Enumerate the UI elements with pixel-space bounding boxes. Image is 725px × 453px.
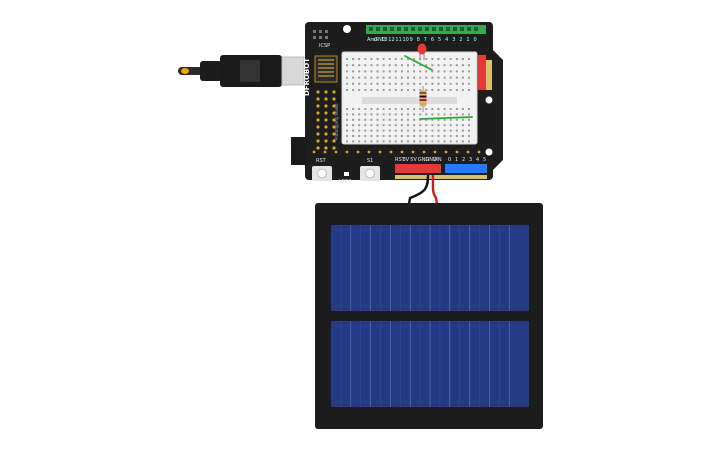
resistor-band [419, 92, 427, 94]
breadboard-holes [346, 58, 470, 143]
mount-hole [485, 148, 493, 156]
header-pin-label: GND [425, 157, 437, 163]
right-header-yellow [486, 60, 492, 90]
header-pin-label: 11 [395, 37, 401, 43]
jumper-wire-bottom[interactable] [419, 116, 473, 120]
reset-button[interactable] [312, 166, 332, 181]
header-pin-label: RST [395, 157, 406, 163]
header-pin-label: GND [418, 157, 430, 163]
s1-button[interactable] [360, 166, 380, 181]
mount-hole [343, 25, 351, 33]
breadboard-divider [362, 97, 457, 104]
bottom-yellow-strip [395, 175, 487, 179]
header-pin-label: 5 [483, 157, 486, 163]
header-pin-label: 4 [445, 37, 448, 43]
resistor[interactable] [419, 86, 427, 112]
led[interactable] [417, 43, 427, 61]
led1-indicator [344, 172, 349, 176]
mount-hole [485, 96, 493, 104]
jumper-wire-top[interactable] [404, 55, 433, 71]
s1-button-label: S1 [367, 158, 373, 164]
header-pin-label: 0 [448, 157, 451, 163]
header-pin-label: 2 [459, 37, 462, 43]
header-pin-label: 9 [410, 37, 413, 43]
power-header[interactable] [395, 164, 441, 173]
header-pin-label: 10 [403, 37, 409, 43]
header-pin-label: 7 [424, 37, 427, 43]
header-pin-label: VIN [433, 157, 442, 163]
power-wire-black[interactable] [407, 174, 430, 205]
header-pin-label: Aref [367, 37, 377, 43]
header-pin-label: 3 [452, 37, 455, 43]
header-pin-label: 5V [410, 157, 417, 163]
brand-logo: DFROBOT [303, 58, 311, 96]
icsp-label: ICSP [319, 43, 330, 49]
header-pin-label: 6 [431, 37, 434, 43]
header-pin-label: 1 [455, 157, 458, 163]
analog-header[interactable] [445, 164, 487, 173]
solar-panel[interactable] [315, 203, 543, 429]
header-pin-label: 1 [466, 37, 469, 43]
header-pin-label: 8 [417, 37, 420, 43]
shield-label: Prototyping Shield [334, 103, 339, 140]
header-pin-label: GND [374, 37, 386, 43]
header-pin-label: 3V [403, 157, 410, 163]
header-pin-label: 4 [476, 157, 479, 163]
power-wire-red[interactable] [431, 174, 439, 205]
right-header-red[interactable] [478, 55, 486, 90]
header-pin-label: 5 [438, 37, 441, 43]
header-pin-label: 2 [462, 157, 465, 163]
solar-cell-grid-lines [340, 225, 510, 407]
led1-label: LED1 [339, 179, 352, 185]
usb-cable[interactable] [178, 55, 305, 87]
reset-button-label: RST [316, 158, 327, 164]
dc-power-jack[interactable] [291, 137, 309, 165]
icsp-header [313, 30, 328, 39]
resistor-band [419, 99, 427, 101]
header-pin-label: 12 [388, 37, 394, 43]
resistor-band [419, 95, 427, 98]
solder-pads [312, 90, 481, 154]
header-pin-label: 13 [381, 37, 387, 43]
header-pin-label: 0 [474, 37, 477, 43]
resistor-band [419, 102, 427, 105]
header-pin-label: 3 [469, 157, 472, 163]
